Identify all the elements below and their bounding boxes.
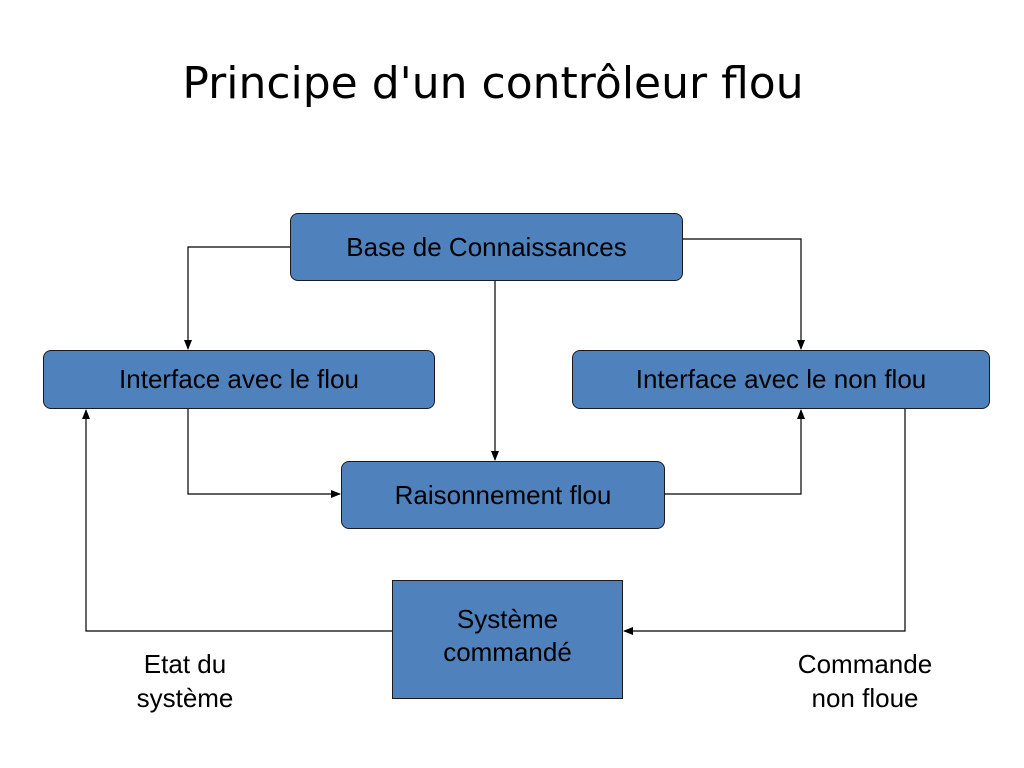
controlled-system-label-line1: Système	[456, 604, 559, 634]
edge-fuzzy-to-reasoning	[187, 409, 341, 498]
crisp-command-caption-line2: non floue	[811, 682, 919, 713]
knowledge-base-box: Base de Connaissances	[290, 213, 683, 281]
edge-system-to-fuzzy	[82, 409, 392, 632]
edge-reasoning-to-nonfuzzy	[665, 409, 805, 495]
edge-nonfuzzy-to-system	[623, 409, 906, 635]
slide-title: Principe d'un contrôleur flou	[182, 58, 804, 109]
controlled-system-label-line2: commandé	[443, 636, 572, 667]
fuzzy-interface-box: Interface avec le flou	[43, 350, 435, 409]
system-state-caption: Etat du système	[100, 648, 270, 716]
crisp-command-caption: Commande non floue	[765, 648, 965, 716]
system-state-caption-line2: système	[136, 682, 234, 713]
system-state-caption-line1: Etat du	[143, 649, 227, 679]
fuzzy-reasoning-box: Raisonnement flou	[341, 461, 665, 529]
controlled-system-box: Système commandé	[392, 580, 623, 699]
nonfuzzy-interface-box: Interface avec le non flou	[572, 350, 990, 409]
edge-knowledge-to-fuzzy	[184, 246, 290, 350]
crisp-command-caption-line1: Commande	[797, 649, 933, 679]
edge-knowledge-to-nonfuzzy	[683, 238, 805, 350]
